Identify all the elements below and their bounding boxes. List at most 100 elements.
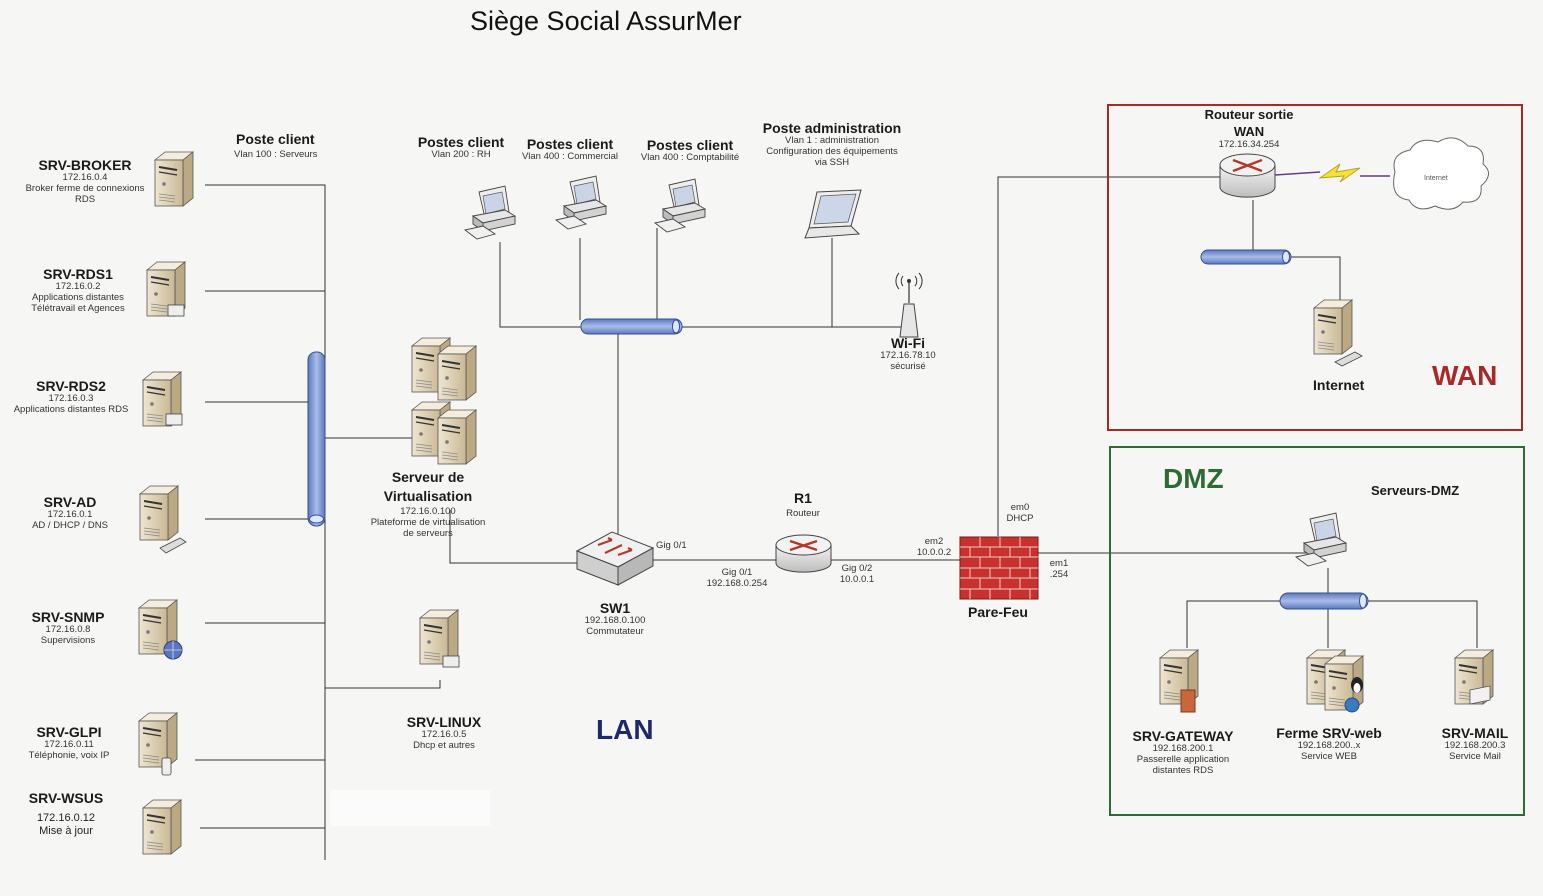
srv-glpi-icon [138,712,178,776]
wan-router: Routeur sortie WAN 172.16.34.254 [1194,107,1304,151]
dmz-bus [1279,592,1369,610]
server-srv-wsus: SRV-WSUS 172.16.0.12 Mise à jour [14,790,118,837]
firewall-em1: em1 .254 [1046,558,1072,581]
firewall-em0: em0 DHCP [1004,502,1036,525]
wan-zone-frame [1107,104,1523,431]
wire-dmzbus-left [1186,600,1282,648]
wan-bus [1200,249,1292,265]
switch-ip: 192.168.0.100 [584,615,646,627]
firewall-icon [959,536,1039,600]
client-title: Postes client [526,136,614,152]
wire-dmzbus-right [1368,600,1478,648]
server-srv-rds2: SRV-RDS2 172.16.0.3 Applications distant… [4,378,138,416]
wan-router-line2: WAN [1233,123,1265,139]
srv-mail-icon [1454,649,1494,705]
srv-linux-icon [419,609,460,668]
server-desc: Service WEB [1301,751,1357,763]
server-srv-rds1: SRV-RDS1 172.16.0.2 Applications distant… [10,266,146,315]
server-name: SRV-WSUS [28,790,104,806]
wifi-ap: Wi-Fi 172.16.78.10 sécurisé [872,335,944,373]
server-desc: Dhcp et autres [413,740,475,752]
srv-gateway-icon [1159,649,1199,713]
server-ip: 172.16.0.5 [421,729,467,741]
port-ip: .254 [1049,569,1069,581]
dmz-zone-frame [1109,446,1525,816]
server-srv-glpi: SRV-GLPI 172.16.0.11 Téléphonie, voix IP [18,724,120,762]
router-name: R1 [794,490,812,506]
wifi-name: Wi-Fi [890,335,926,351]
wan-router-line1: Routeur sortie [1204,107,1294,122]
dmz-servers-title: Serveurs-DMZ [1371,483,1460,498]
server-name: Ferme SRV-web [1276,725,1382,741]
router-port-in: Gig 0/1 192.168.0.254 [700,567,774,590]
sw1-port: Gig 0/1 [656,540,687,551]
virt-ip: 172.16.0.100 [400,506,456,518]
wire-client-rh [499,242,582,328]
server-srv-ad: SRV-AD 172.16.0.1 AD / DHCP / DNS [18,494,122,532]
server-srv-broker: SRV-BROKER 172.16.0.4 Broker ferme de co… [12,157,158,206]
server-desc: Télétravail et Agences [31,302,125,314]
port-name: Gig 0/1 [721,567,753,578]
client-commercial-icon [555,175,607,230]
wifi-ip: 172.16.78.10 [880,350,936,362]
dmz-server-web-farm: Ferme SRV-web 192.168.200..x Service WEB [1272,725,1386,763]
server-group-vlan: Vlan 100 : Serveurs [234,149,318,160]
server-desc: Applications distantes RDS [13,404,129,416]
srv-web-farm-icon [1306,649,1364,713]
server-name: SRV-GLPI [36,724,102,740]
dmz-pc-icon [1295,512,1347,567]
dmz-server-mail: SRV-MAIL 192.168.200.3 Service Mail [1438,725,1512,763]
admin-line: Vlan 1 : administration [785,135,879,147]
wire-virt-sw1 [449,510,578,564]
client-vlan: Vlan 400 : Comptabilité [640,152,740,164]
server-desc: Supervisions [40,635,96,647]
wire-wanbus-server [1290,256,1341,300]
srv-ad-icon [139,485,187,554]
srv-rds1-icon [146,261,186,317]
virtualization-server: Serveur de Virtualisation 172.16.0.100 P… [362,469,494,540]
server-desc: Broker ferme de connexions [25,183,145,195]
wifi-ap-icon [895,272,923,338]
wan-internet-server-icon [1313,299,1363,367]
virtualization-server-icon [411,337,477,465]
server-name: SRV-MAIL [1441,725,1509,741]
switch-desc: Commutateur [586,626,644,638]
server-name: SRV-GATEWAY [1132,728,1234,744]
server-desc: distantes RDS [1152,764,1214,776]
wire-broker [205,184,326,860]
server-desc: Applications distantes [32,292,124,304]
port-name: Gig 0/2 [841,563,873,574]
switch-sw1-icon [575,531,655,586]
wire-linux [325,680,441,689]
zone-label-dmz: DMZ [1163,463,1224,494]
server-ip: 192.168.200.3 [1444,740,1506,752]
server-name: SRV-LINUX [406,714,482,730]
server-ip: 172.16.0.11 [44,739,94,751]
server-ip: 172.16.0.2 [55,281,101,293]
server-group-title: Poste client [236,131,315,147]
wires [195,176,1478,860]
internet-cloud-icon [1393,137,1489,210]
wan-internet-server-label: Internet [1313,377,1365,393]
client-group-rh: Postes client Vlan 200 : RH [412,134,510,161]
wan-router-icon [1219,153,1276,198]
server-desc: Téléphonie, voix IP [28,750,110,762]
virt-name-line1: Serveur de [391,469,465,485]
port-name: em2 [924,536,944,547]
router-r1: R1 Routeur [770,490,836,520]
firewall-name: Pare-Feu [968,604,1028,620]
server-srv-linux: SRV-LINUX 172.16.0.5 Dhcp et autres [396,714,492,752]
port-ip: 10.0.0.2 [916,547,952,559]
server-desc: Mise à jour [39,824,93,837]
wire-fw-wan [997,176,1220,536]
srv-broker-icon [154,151,194,207]
client-vlan: Vlan 200 : RH [431,149,491,161]
firewall-em2: em2 10.0.0.2 [914,536,954,559]
lan-server-bus [307,351,326,527]
srv-rds2-icon [142,371,183,427]
zone-label-lan: LAN [596,714,654,745]
scan-patch [330,790,490,826]
client-rh-icon [464,185,516,240]
server-desc: AD / DHCP / DNS [32,520,108,532]
